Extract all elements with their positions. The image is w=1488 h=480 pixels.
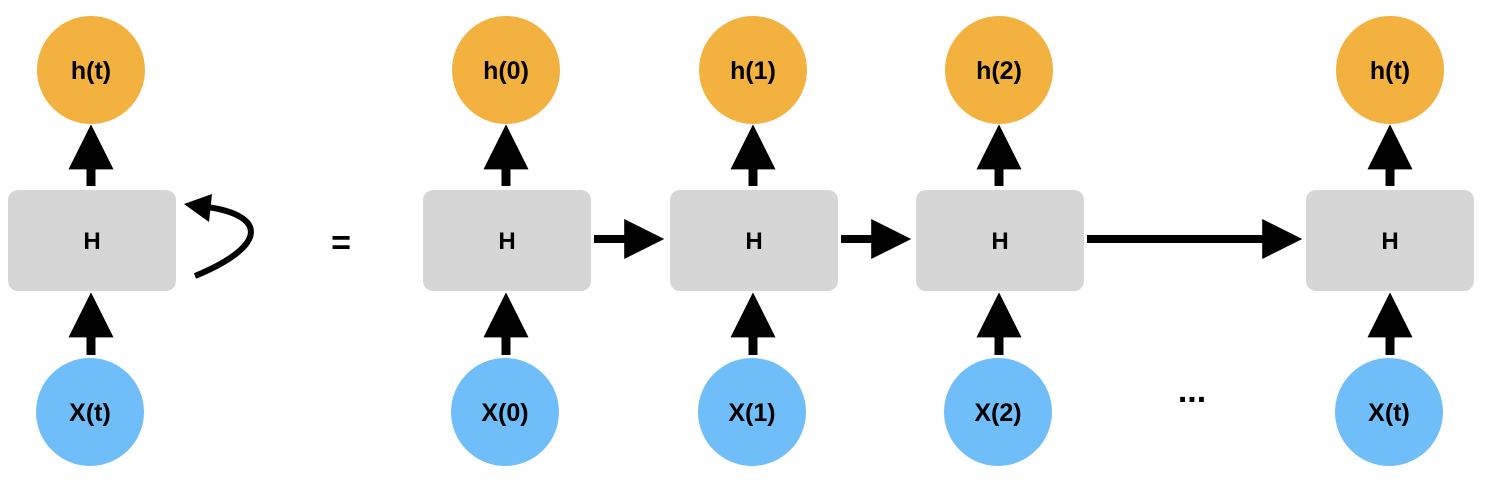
output-label-0: h(0) xyxy=(483,57,529,85)
folded-rnn: h(t) H X(t) xyxy=(8,16,254,466)
output-label-2: h(2) xyxy=(976,57,1022,85)
equals-sign: = xyxy=(331,224,351,262)
output-label-t: h(t) xyxy=(1370,57,1410,85)
cell-label-t: H xyxy=(1381,228,1398,255)
output-label-1: h(1) xyxy=(730,57,776,85)
input-label-0: X(0) xyxy=(481,399,528,427)
unrolled-step-2: h(2) H X(2) xyxy=(916,16,1084,466)
cell-label-1: H xyxy=(745,228,762,255)
output-node-0 xyxy=(452,16,560,124)
input-node-2 xyxy=(944,358,1052,466)
output-node-t xyxy=(1336,16,1444,124)
folded-output-label: h(t) xyxy=(71,57,111,85)
folded-input-label: X(t) xyxy=(69,399,111,427)
unrolled-step-t: h(t) H X(t) xyxy=(1306,16,1474,466)
output-node-2 xyxy=(945,16,1053,124)
folded-input-node xyxy=(36,358,144,466)
input-label-2: X(2) xyxy=(974,399,1021,427)
cell-box-2 xyxy=(916,190,1084,291)
unrolled-step-0: h(0) H X(0) xyxy=(423,16,591,466)
ellipsis: ... xyxy=(1178,372,1206,410)
cell-box-1 xyxy=(670,190,838,291)
unrolled-step-1: h(1) H X(1) xyxy=(670,16,838,466)
recurrence-arrow xyxy=(193,204,254,279)
recurrence-arrowhead xyxy=(184,194,212,222)
cell-box-0 xyxy=(423,190,591,291)
input-node-t xyxy=(1335,358,1443,466)
folded-output-node xyxy=(37,16,145,124)
cell-label-2: H xyxy=(991,228,1008,255)
input-label-1: X(1) xyxy=(728,399,775,427)
cell-box-t xyxy=(1306,190,1474,291)
cell-label-0: H xyxy=(498,228,515,255)
input-node-1 xyxy=(698,358,806,466)
output-node-1 xyxy=(699,16,807,124)
folded-cell-box xyxy=(8,190,176,291)
input-node-0 xyxy=(451,358,559,466)
folded-cell-label: H xyxy=(83,228,100,255)
input-label-t: X(t) xyxy=(1368,399,1410,427)
